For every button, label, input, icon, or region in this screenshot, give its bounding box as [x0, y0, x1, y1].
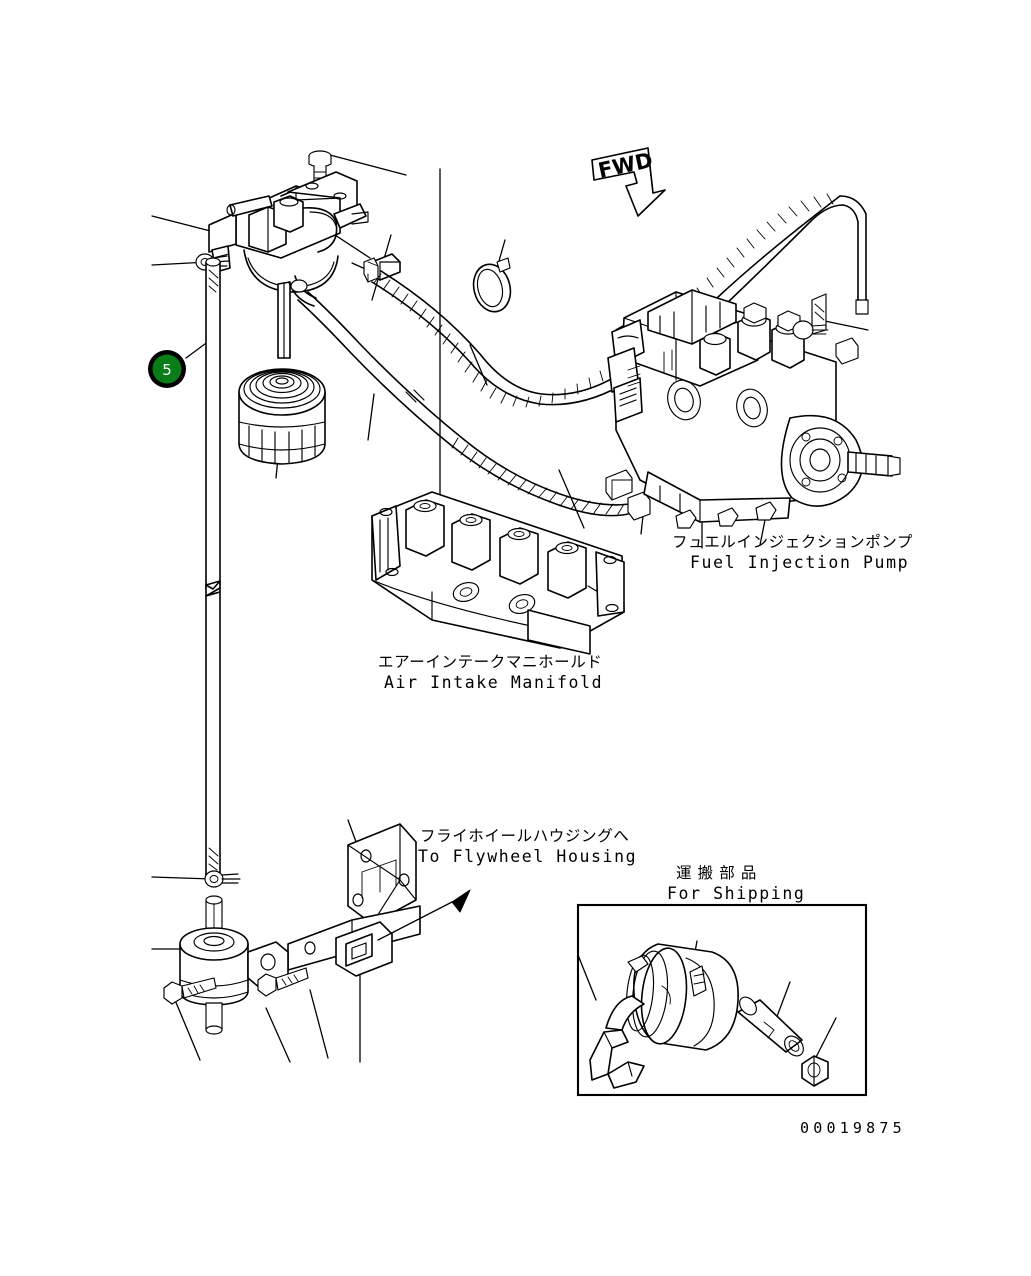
label-to-flywheel-housing: フライホイールハウジングへ To Flywheel Housing — [418, 827, 637, 866]
manifold-runners — [405, 499, 587, 599]
label-fuel-injection-pump: フュエルインジェクションポンプ Fuel Injection Pump — [672, 533, 913, 572]
hose-ribs-lower — [451, 437, 625, 515]
callout-label: 5 — [162, 361, 172, 379]
fwd-arrow: FWD — [591, 147, 666, 217]
label-jp: フライホイールハウジングへ — [420, 827, 629, 845]
fuel-filter-cartridge — [238, 368, 326, 465]
hex-bolt-lower-left — [163, 977, 217, 1005]
shipping-nut — [801, 1055, 829, 1087]
mounting-bracket — [287, 823, 471, 977]
for-shipping-inset — [576, 903, 868, 1097]
label-en: Air Intake Manifold — [384, 673, 603, 692]
label-en: For Shipping — [667, 884, 805, 903]
fuel-filter-head — [195, 150, 401, 359]
callout-disc — [152, 354, 182, 384]
label-jp: フュエルインジェクションポンプ — [672, 533, 913, 551]
label-jp: エアーインテークマニホールド — [378, 653, 602, 671]
eye-bolt-lower — [204, 870, 241, 888]
hose-clamp — [363, 257, 379, 283]
air-intake-manifold-body — [371, 491, 625, 655]
label-for-shipping: 運 搬 部 品 For Shipping — [667, 864, 805, 903]
label-jp: 運 搬 部 品 — [676, 864, 757, 882]
callout-5[interactable]: 5 — [148, 350, 186, 388]
label-en: Fuel Injection Pump — [690, 553, 909, 572]
feed-pump — [163, 870, 309, 1035]
label-en: To Flywheel Housing — [418, 847, 637, 866]
fuel-tube-long — [205, 257, 221, 885]
shipping-canister — [625, 943, 739, 1051]
shipping-bracket — [589, 995, 645, 1089]
hose-clamp-ring — [472, 257, 512, 313]
shipping-tube — [737, 996, 804, 1057]
drawing-number: 00019875 — [800, 1119, 906, 1137]
fuel-hose-lower — [297, 291, 651, 521]
label-air-intake-manifold: エアーインテークマニホールド Air Intake Manifold — [378, 653, 603, 692]
pump-fittings — [792, 293, 859, 365]
fuel-injection-pump-body — [605, 289, 901, 529]
hex-bolt-lower-mid — [257, 967, 309, 997]
